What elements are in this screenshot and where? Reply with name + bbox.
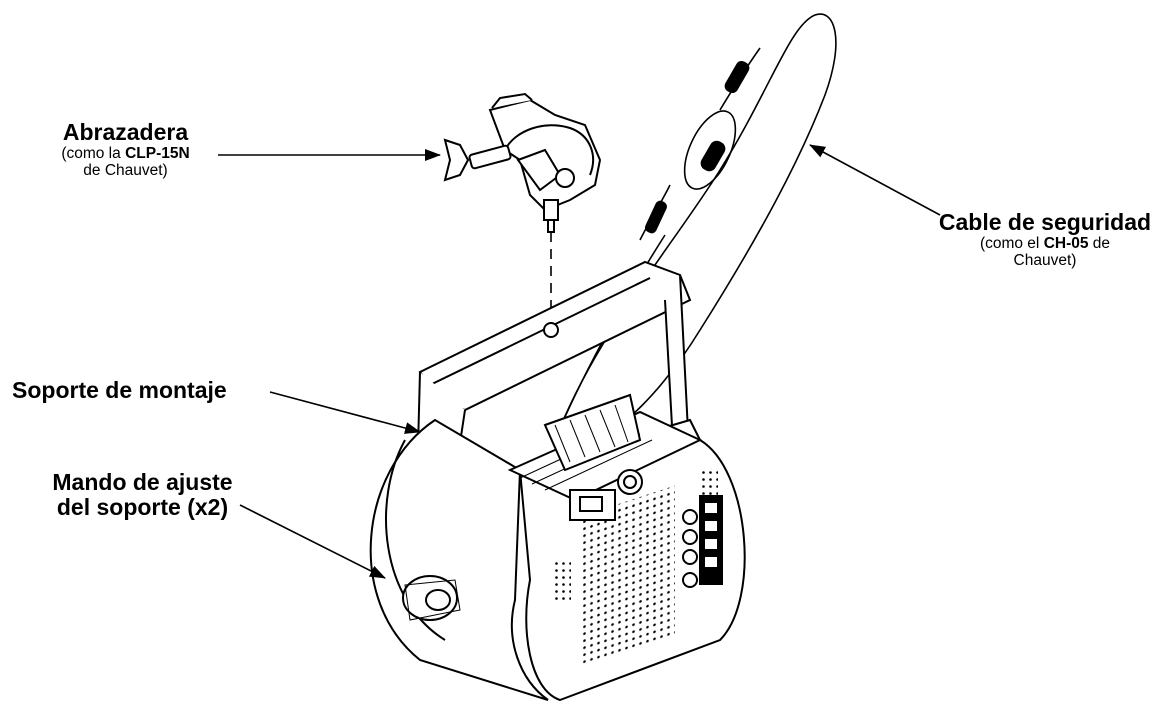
mounting-bracket-title: Soporte de montaje	[12, 377, 227, 403]
adjust-knob-line2: del soporte (x2)	[56, 494, 229, 521]
safety-cable	[559, 13, 837, 446]
clamp-brand: de Chauvet)	[83, 162, 168, 180]
safety-cable-brand: Chauvet)	[1013, 252, 1077, 270]
fixture-body	[369, 260, 746, 702]
safety-cable-model: CH-05	[1043, 235, 1089, 253]
leader-lines	[218, 144, 941, 579]
mounting-bracket-label: Soporte de montaje	[12, 377, 227, 403]
adjust-knob-line1: Mando de ajuste	[52, 469, 233, 495]
clamp-model: CLP-15N	[125, 145, 190, 163]
safety-cable-example-line: (como el CH-05 de	[979, 235, 1111, 253]
clamp-illustration	[443, 92, 602, 233]
clamp-label: Abrazadera (como la CLP-15N de Chauvet)	[38, 119, 213, 180]
cable-ferrules	[645, 60, 750, 234]
adjust-knob-label: Mando de ajuste del soporte (x2)	[35, 469, 250, 521]
safety-cable-title: Cable de seguridad	[938, 209, 1152, 235]
safety-cable-label: Cable de seguridad (como el CH-05 de Cha…	[920, 209, 1170, 270]
clamp-title: Abrazadera	[62, 119, 189, 145]
clamp-example-line: (como la CLP-15N	[61, 145, 190, 163]
